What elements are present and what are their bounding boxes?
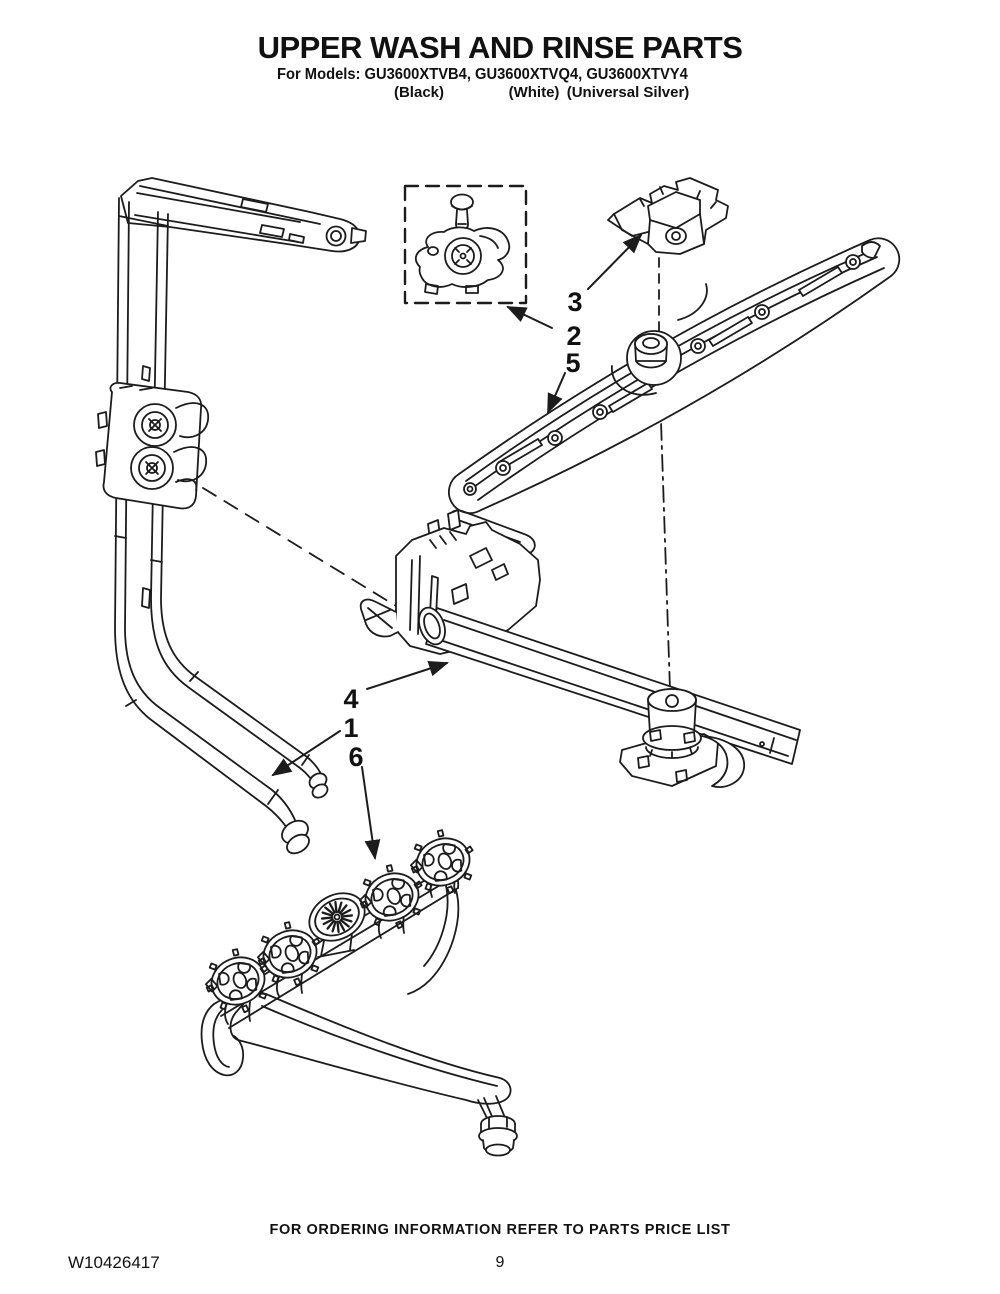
callout-6-label: 6: [348, 742, 363, 772]
leader-6: [361, 766, 381, 860]
center-bracket-and-tube-drawing: [359, 509, 801, 788]
screw-and-cam-kit-drawing: [403, 184, 528, 305]
callout-1-label: 1: [343, 713, 358, 743]
spray-arm-nozzle-bosses: [463, 254, 861, 496]
model-finish-silver: (Universal Silver): [566, 84, 690, 101]
document-number: W10426417: [68, 1253, 160, 1272]
mounting-bracket-drawing: [607, 177, 729, 255]
feed-tube-drawing: [95, 177, 367, 855]
callout-3-label: 3: [567, 287, 582, 317]
callout-5-label: 5: [565, 348, 580, 378]
model-finish-white: (White): [508, 84, 560, 101]
callout-leaders: [271, 233, 643, 860]
leader-1: [271, 730, 341, 777]
leader-5: [547, 372, 566, 414]
model-finish-black: (Black): [393, 84, 445, 101]
callout-2-label: 2: [566, 321, 581, 351]
leader-3: [587, 233, 643, 290]
spray-arm-drawing: [448, 237, 901, 514]
page-title: UPPER WASH AND RINSE PARTS: [257, 30, 743, 65]
manifold-drawing: [196, 821, 518, 1157]
leader-4: [366, 660, 449, 690]
callout-4-label: 4: [343, 684, 358, 714]
leader-2: [506, 306, 553, 329]
models-line: For Models: GU3600XTVB4, GU3600XTVQ4, GU…: [277, 66, 688, 83]
page-number: 9: [495, 1254, 505, 1271]
ordering-note: FOR ORDERING INFORMATION REFER TO PARTS …: [269, 1222, 731, 1238]
